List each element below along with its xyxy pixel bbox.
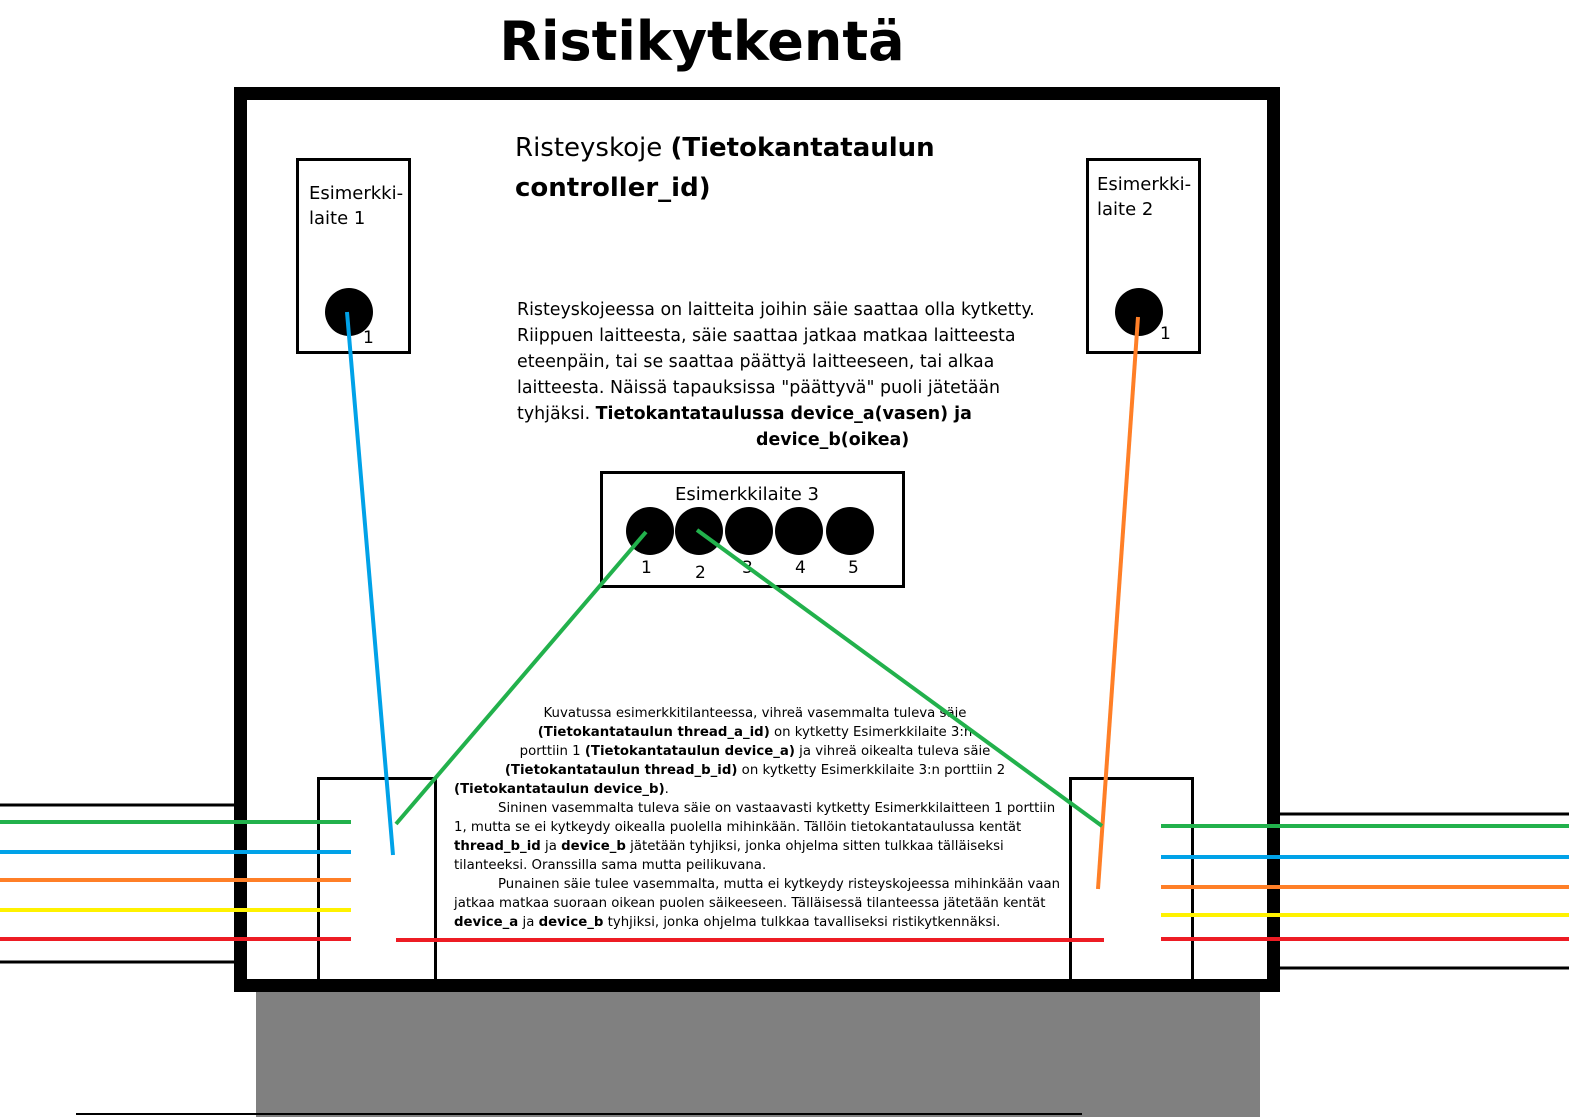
note-text: on kytketty Esimerkkilaite 3:n porttiin … (737, 763, 1006, 778)
device-3-port-3[interactable] (725, 507, 773, 555)
device-3-port-2-number: 2 (695, 563, 706, 583)
note-bold: device_b (538, 915, 604, 930)
note-bold: (Tietokantataulun thread_a_id) (537, 725, 770, 740)
note-text: Sininen vasemmalta tuleva säie on vastaa… (454, 801, 1056, 835)
device-2-port-1[interactable] (1115, 288, 1163, 336)
controller-heading-bold: (Tietokantataulun controller_id) (515, 133, 935, 203)
note-text: ja (518, 915, 539, 930)
device-2-label: Esimerkki-laite 2 (1097, 174, 1192, 220)
device-3-label: Esimerkkilaite 3 (675, 484, 819, 505)
note-text: ja vihreä oikealta tuleva säie (794, 744, 991, 759)
cabinet-stand (256, 990, 1260, 1117)
description-body: Risteyskojeessa on laitteita joihin säie… (517, 300, 1035, 424)
device-3-port-5-number: 5 (848, 558, 859, 578)
note-paragraph-1: Kuvatussa esimerkkitilanteessa, vihreä v… (446, 704, 1064, 780)
controller-heading: Risteyskoje (Tietokantataulun controller… (515, 128, 935, 208)
device-3-port-4[interactable] (775, 507, 823, 555)
device-2-port-1-number: 1 (1160, 324, 1171, 344)
note-paragraph-3: Punainen säie tulee vasemmalta, mutta ei… (454, 875, 1064, 932)
note-bold: device_a (454, 915, 519, 930)
note-paragraph-1-end: (Tietokantataulun device_b). (454, 780, 1064, 799)
page-title: Ristikytkentä (499, 10, 905, 73)
device-3-port-5[interactable] (826, 507, 874, 555)
device-3-port-1[interactable] (626, 507, 674, 555)
description-bold-right: device_b(oikea) (756, 430, 910, 450)
note-text: Kuvatussa esimerkkitilanteessa, vihreä v… (543, 706, 967, 721)
example-device-2[interactable]: Esimerkki-laite 2 1 (1086, 158, 1201, 354)
example-device-1[interactable]: Esimerkki-laite 1 1 (296, 158, 411, 354)
note-text: on kytketty Esimerkkilaite 3:n (769, 725, 973, 740)
note-text: porttiin 1 (519, 744, 585, 759)
device-3-port-4-number: 4 (795, 558, 806, 578)
note-bold: (Tietokantataulun device_b) (454, 782, 665, 797)
description-text: Risteyskojeessa on laitteita joihin säie… (517, 297, 1037, 453)
device-3-port-3-number: 3 (742, 558, 753, 578)
device-1-label: Esimerkki-laite 1 (309, 183, 404, 229)
note-bold: thread_b_id (454, 839, 541, 854)
device-1-port-1-number: 1 (363, 328, 374, 348)
device-3-port-1-number: 1 (641, 558, 652, 578)
device-3-port-2[interactable] (675, 507, 723, 555)
note-bold: (Tietokantataulun thread_b_id) (504, 763, 738, 778)
note-text: jätetään tyhjiksi, jonka ohjelma sitten … (454, 839, 1004, 873)
note-text: tyhjiksi, jonka ohjelma tulkkaa tavallis… (603, 915, 1001, 930)
note-text: . (664, 782, 669, 797)
note-bold: device_b (561, 839, 626, 854)
description-bold-left: Tietokantataulussa device_a(vasen) ja (595, 404, 972, 424)
note-text: Punainen säie tulee vasemmalta, mutta ei… (454, 877, 1061, 911)
left-terminal-block (317, 777, 437, 979)
example-device-3[interactable]: Esimerkkilaite 3 1 2 3 4 5 (600, 471, 905, 588)
note-text: ja (540, 839, 562, 854)
note-paragraph-2: Sininen vasemmalta tuleva säie on vastaa… (454, 799, 1064, 875)
controller-heading-plain: Risteyskoje (515, 133, 671, 163)
note-bold: (Tietokantataulun device_a) (584, 744, 795, 759)
example-note: Kuvatussa esimerkkitilanteessa, vihreä v… (446, 704, 1064, 932)
right-terminal-block (1069, 777, 1194, 979)
